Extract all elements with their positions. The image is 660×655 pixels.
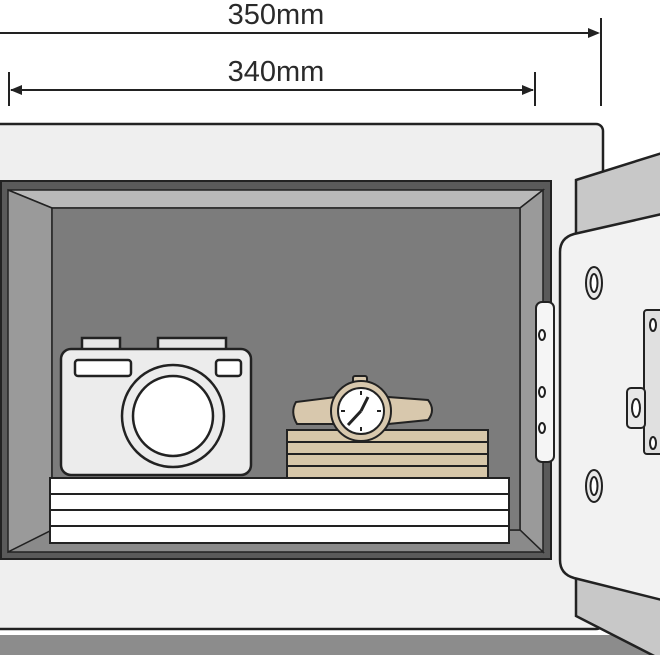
outer-width-label: 350mm [228, 0, 325, 31]
door-bolt-bottom [585, 469, 603, 503]
dimension-outer: 350mm [0, 0, 602, 106]
paper-stack-icon [49, 477, 510, 544]
book-stack-icon [286, 429, 489, 479]
door-inner-panel [558, 213, 660, 601]
door-bolt-top [585, 266, 603, 300]
camera-icon [59, 336, 253, 477]
door-hinge [535, 301, 555, 463]
floor [0, 635, 660, 655]
watch-icon [292, 375, 433, 442]
door-lock-mechanism [626, 309, 660, 455]
inner-width-label: 340mm [228, 56, 325, 88]
dimension-inner: 340mm [8, 56, 536, 106]
interior-left-wall [7, 188, 53, 554]
interior-top-wall [7, 189, 546, 209]
